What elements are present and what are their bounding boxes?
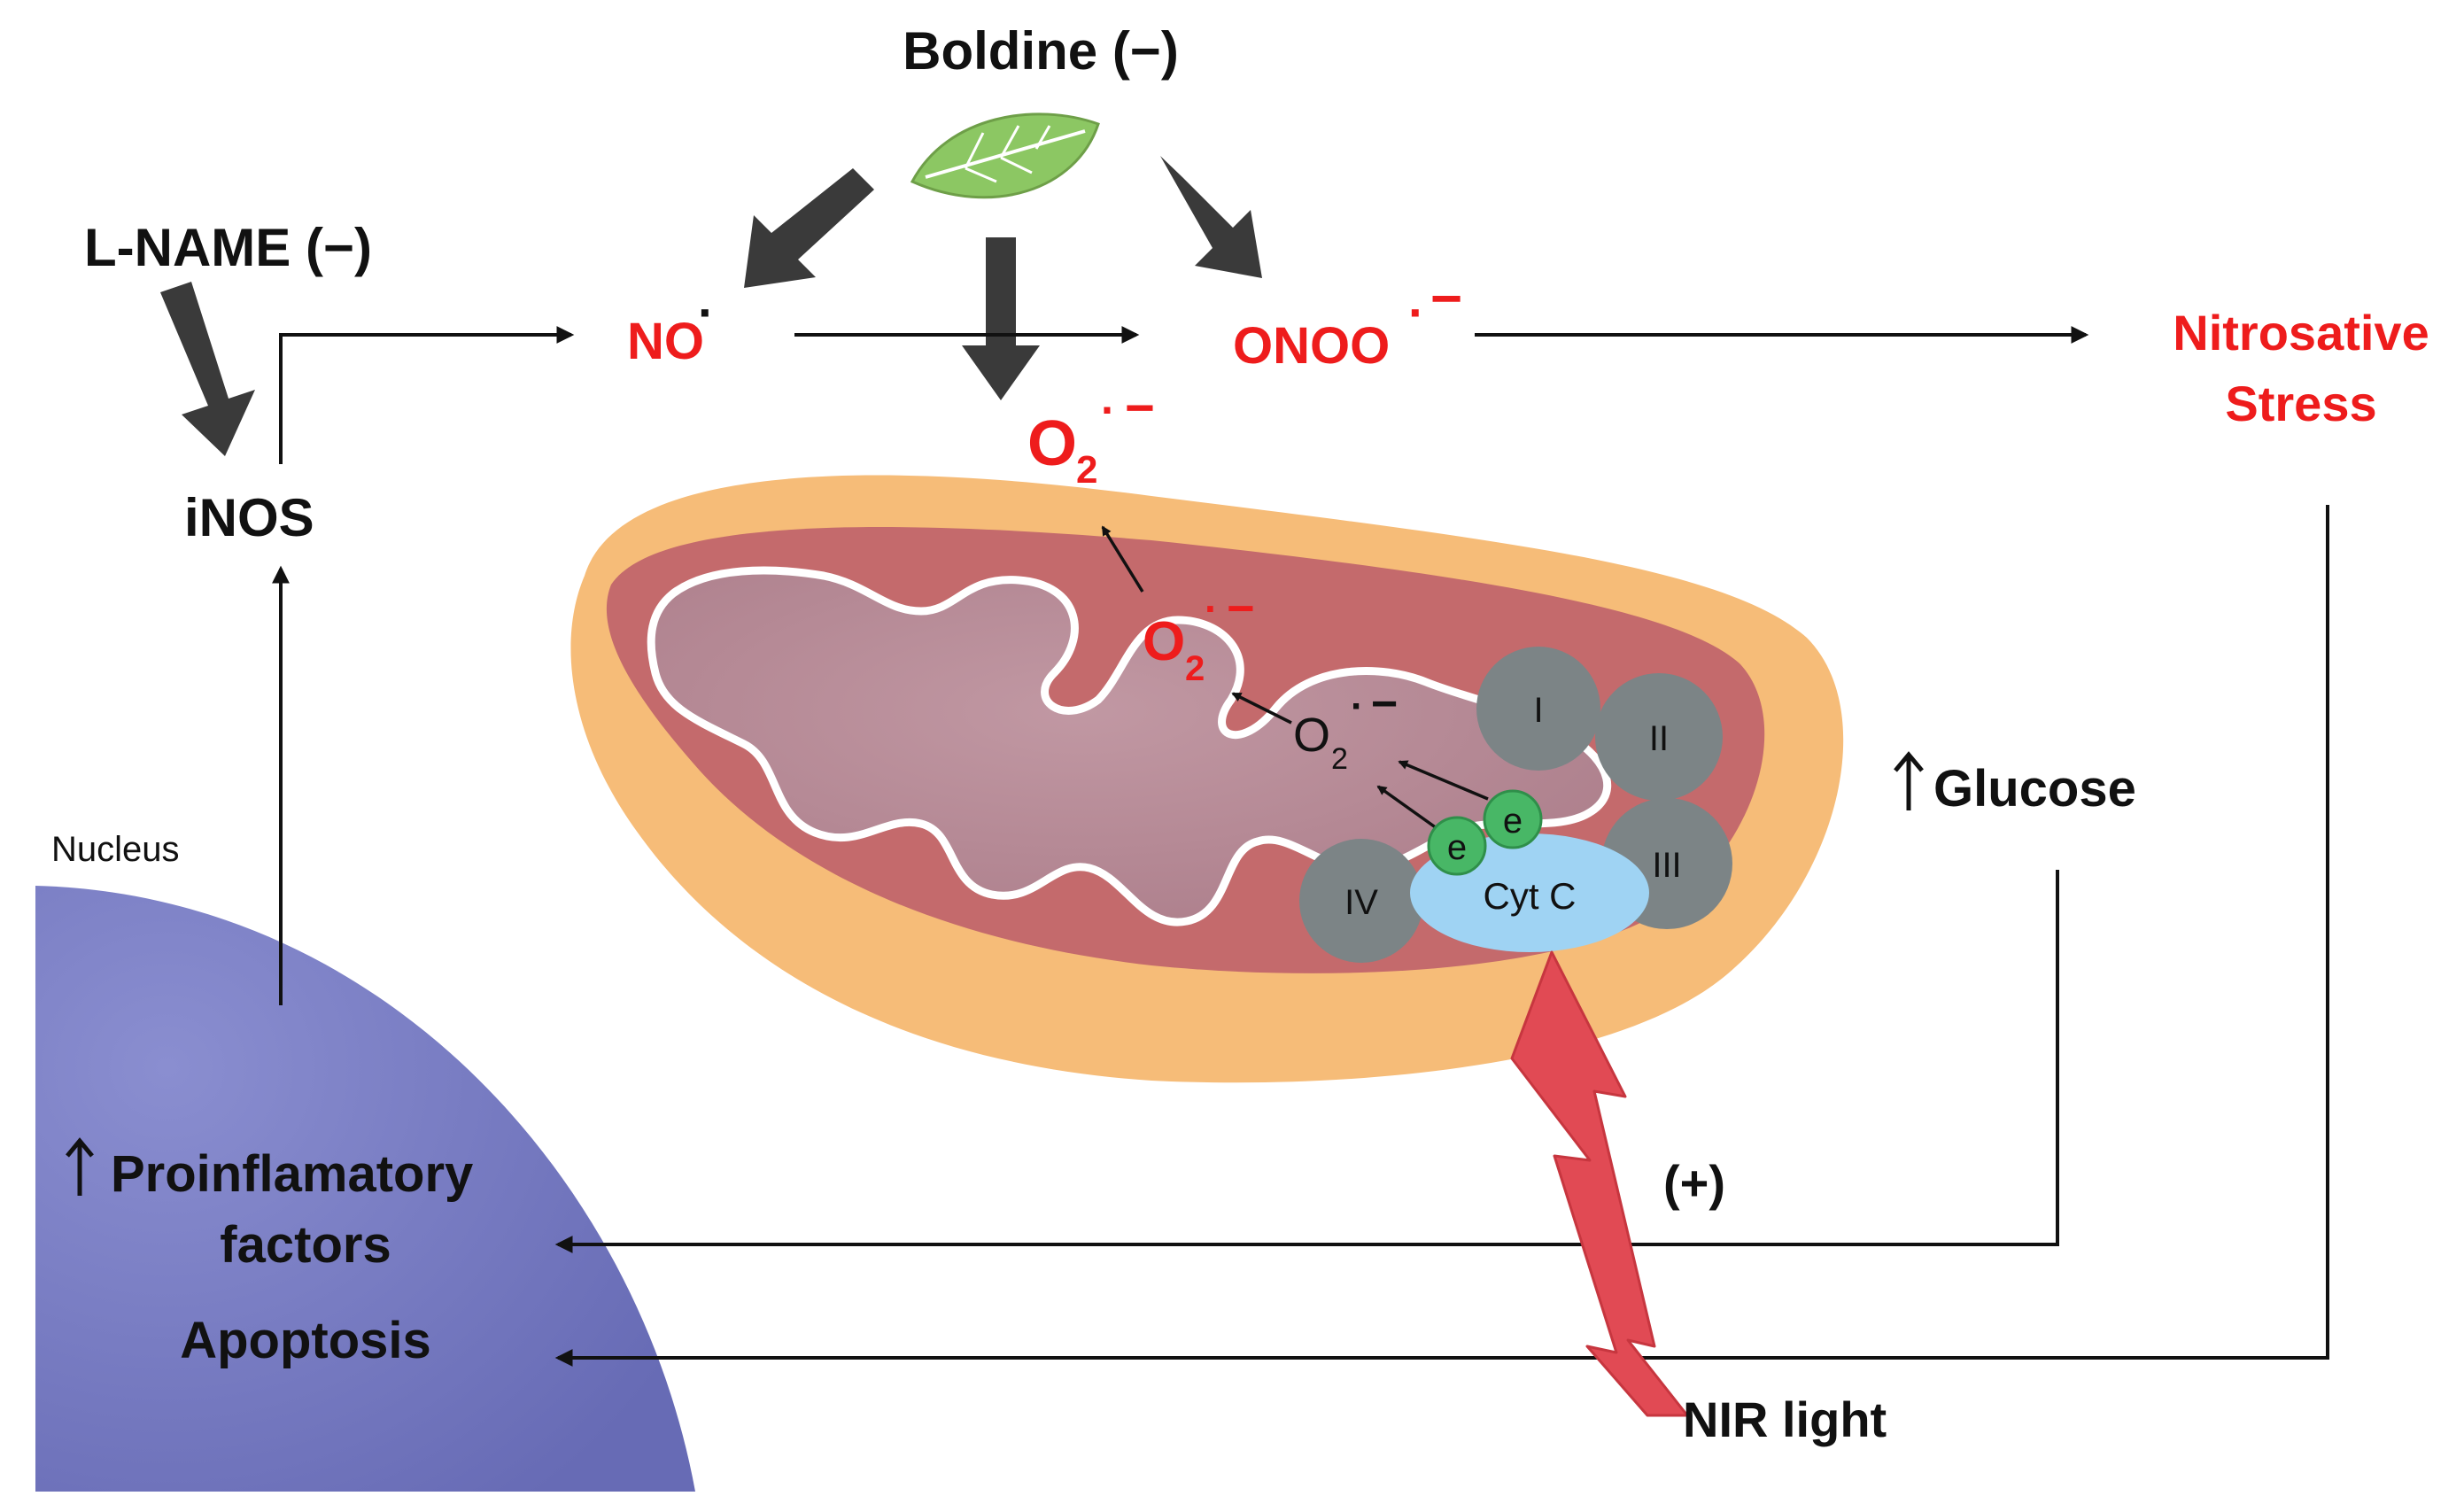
stress-to-apoptosis-arrow bbox=[554, 505, 2329, 1367]
no-text: NO bbox=[627, 313, 704, 370]
superoxide-mito-sub: 2 bbox=[1185, 649, 1205, 688]
superoxide-cytosol-dot: · bbox=[1101, 385, 1116, 435]
glucose-to-proinflam-arrow bbox=[554, 870, 2059, 1253]
superoxide-cytosol-o: O bbox=[1027, 408, 1077, 479]
complex-1 bbox=[1476, 647, 1600, 771]
superoxide-mito-charge: − bbox=[1227, 582, 1255, 635]
thick-arrows bbox=[160, 156, 1262, 456]
flow-arrows bbox=[272, 326, 2329, 1367]
proinflam-line1: Proinflamatory bbox=[111, 1145, 473, 1203]
nitrosative-stress-line2: Stress bbox=[2225, 376, 2376, 431]
superoxide-matrix-o: O bbox=[1293, 709, 1330, 762]
cytochrome-c-label: Cyt C bbox=[1484, 875, 1577, 917]
complex-2-label: II bbox=[1649, 719, 1669, 758]
glucose-up-arrow-icon bbox=[1894, 751, 1924, 810]
lname-label: L-NAME (−) bbox=[84, 218, 372, 277]
superoxide-cytosol-sub: 2 bbox=[1076, 448, 1097, 492]
superoxide-cytosol-charge: − bbox=[1125, 379, 1155, 437]
onoo-charge: − bbox=[1430, 268, 1462, 329]
boldine-label: Boldine (−) bbox=[903, 21, 1179, 81]
superoxide-matrix-dot: · bbox=[1351, 685, 1364, 728]
electron1-to-o2-arrow bbox=[1376, 785, 1438, 830]
o2-matrix-to-mito-arrow bbox=[1231, 692, 1292, 725]
o2-mito-to-cytosol-arrow bbox=[1101, 525, 1144, 593]
glucose-label: Glucose bbox=[1933, 760, 2136, 818]
complex-4-label: IV bbox=[1344, 883, 1378, 922]
electron-1-label: e bbox=[1447, 828, 1467, 867]
proinflam-up-arrow-icon bbox=[66, 1137, 94, 1196]
electron-1 bbox=[1427, 816, 1487, 876]
boldine-leaf-icon bbox=[910, 112, 1100, 199]
superoxide-mito-dot: · bbox=[1205, 585, 1218, 632]
inos-label: iNOS bbox=[184, 488, 314, 547]
superoxide-matrix-sub: 2 bbox=[1331, 742, 1348, 776]
mito-matrix bbox=[647, 566, 1612, 926]
proinflam-line2: factors bbox=[220, 1216, 391, 1274]
complex-2 bbox=[1595, 673, 1723, 801]
boldine-to-no-arrow bbox=[744, 168, 874, 288]
onoo-dot: · bbox=[1408, 284, 1425, 340]
electron-2-label: e bbox=[1503, 802, 1523, 841]
lname-to-inos-arrow bbox=[160, 282, 255, 456]
electron-transport-chain: I II III IV Cyt C e e bbox=[1299, 647, 1732, 963]
nir-light-bolt bbox=[1510, 950, 1689, 1417]
inos-to-no-arrow bbox=[279, 326, 575, 464]
complex-3-label: III bbox=[1652, 846, 1681, 885]
electron-2 bbox=[1483, 789, 1543, 849]
complex-4 bbox=[1299, 839, 1423, 963]
no-dot: · bbox=[698, 284, 715, 340]
nir-light-label: NIR light bbox=[1683, 1391, 1887, 1447]
onoo-label: ONOO bbox=[1233, 317, 1390, 375]
boldine-to-onoo-arrow bbox=[1160, 156, 1262, 278]
boldine-to-o2-arrow bbox=[962, 237, 1040, 400]
complex-1-label: I bbox=[1533, 691, 1543, 730]
nitrosative-stress-line1: Nitrosative bbox=[2173, 305, 2429, 360]
electron2-to-o2-arrow bbox=[1398, 760, 1489, 801]
apoptosis-label: Apoptosis bbox=[180, 1312, 431, 1369]
no-radical-label: NO bbox=[627, 313, 704, 370]
nir-plus-label: (+) bbox=[1663, 1155, 1725, 1211]
superoxide-matrix-charge: − bbox=[1371, 678, 1398, 730]
nucleus-label: Nucleus bbox=[51, 830, 180, 869]
nucleus-shape bbox=[35, 886, 695, 1492]
superoxide-mito-o: O bbox=[1143, 611, 1185, 672]
